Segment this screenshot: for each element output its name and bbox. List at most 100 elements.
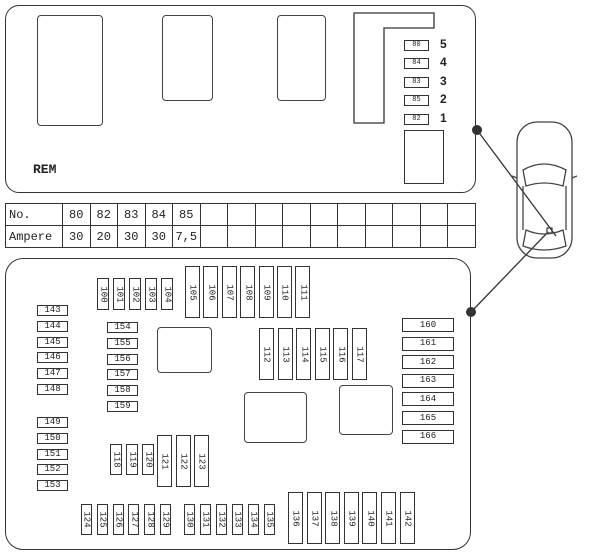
fuse-slot[interactable]: 166: [402, 429, 454, 444]
fuse-number: 111: [298, 283, 309, 301]
fuse-slot[interactable]: 84: [404, 58, 429, 69]
fuse-slot[interactable]: 112: [259, 328, 274, 380]
fuse-slot[interactable]: 115: [314, 328, 330, 380]
fuse-slot[interactable]: 102: [129, 278, 141, 310]
fuse-slot[interactable]: 132: [216, 504, 227, 535]
fuse-slot[interactable]: 121: [157, 435, 172, 487]
fuse-slot[interactable]: 105: [185, 266, 200, 318]
table-cell: [364, 225, 393, 248]
table-cell: 7,5: [172, 225, 201, 248]
table-cell: [309, 203, 338, 226]
fuse-slot[interactable]: 114: [296, 328, 312, 380]
fuse-slot[interactable]: 156: [107, 353, 138, 365]
fuse-slot[interactable]: 151: [37, 448, 68, 460]
fuse-slot[interactable]: 126: [112, 504, 124, 535]
fuse-number: 133: [233, 511, 244, 528]
table-cell: [392, 203, 421, 226]
fuse-slot[interactable]: 127: [128, 504, 139, 535]
fuse-slot[interactable]: 148: [37, 384, 68, 395]
fuse-slot[interactable]: 147: [37, 368, 68, 380]
fuse-position-label: 2: [440, 92, 447, 106]
fuse-slot[interactable]: 82: [404, 114, 429, 125]
fuse-slot[interactable]: 136: [288, 492, 303, 544]
fuse-slot[interactable]: 131: [200, 504, 211, 535]
fuse-slot[interactable]: 113: [277, 328, 293, 380]
fuse-slot[interactable]: 141: [381, 492, 396, 544]
fuse-slot[interactable]: 134: [248, 504, 259, 535]
fuse-slot[interactable]: 129: [160, 504, 171, 535]
fuse-number: 137: [309, 509, 320, 527]
fuse-slot[interactable]: 154: [107, 322, 138, 333]
fuse-slot[interactable]: 130: [184, 504, 195, 535]
fuse-slot[interactable]: 119: [126, 444, 138, 475]
table-cell: 80: [62, 203, 91, 226]
fuse-slot[interactable]: 163: [402, 373, 454, 388]
fuse-slot[interactable]: 165: [402, 411, 454, 425]
fuse-number: 138: [328, 509, 339, 527]
fuse-slot[interactable]: 123: [194, 435, 209, 487]
fuse-slot[interactable]: 118: [110, 444, 122, 475]
fuse-number: 143: [44, 305, 61, 315]
fuse-number: 116: [336, 345, 347, 363]
fuse-slot[interactable]: 101: [113, 278, 125, 310]
fuse-slot[interactable]: 137: [306, 492, 322, 544]
fuse-slot[interactable]: 153: [37, 480, 68, 492]
table-cell: [227, 203, 256, 226]
fuse-slot[interactable]: 150: [37, 432, 68, 444]
fuse-slot[interactable]: 103: [145, 278, 157, 310]
fuse-slot[interactable]: 104: [161, 278, 173, 310]
fuse-slot[interactable]: 143: [37, 305, 68, 316]
fuse-slot[interactable]: 124: [81, 504, 92, 535]
fuse-number: 103: [146, 285, 157, 303]
fuse-number: 141: [384, 509, 395, 527]
fuse-slot[interactable]: 85: [404, 95, 429, 106]
fuse-slot[interactable]: 145: [37, 336, 68, 348]
fuse-slot[interactable]: 164: [402, 392, 454, 407]
fuse-slot[interactable]: 144: [37, 320, 68, 332]
fuse-slot[interactable]: 108: [240, 266, 256, 318]
fuse-number: 156: [114, 353, 131, 364]
car-top-view-icon: [511, 121, 578, 259]
table-cell: 85: [172, 203, 201, 226]
fuse-slot[interactable]: 128: [144, 504, 155, 535]
fuse-slot[interactable]: 80: [404, 40, 429, 51]
fuse-slot[interactable]: 162: [402, 355, 454, 370]
fuse-slot[interactable]: 149: [37, 417, 68, 428]
fuse-slot[interactable]: 158: [107, 385, 138, 397]
fuse-slot[interactable]: 159: [107, 401, 138, 412]
fuse-number: 157: [114, 369, 131, 380]
fuse-slot[interactable]: 109: [258, 266, 274, 318]
fuse-slot[interactable]: 139: [343, 492, 359, 544]
fuse-number: 155: [114, 337, 131, 348]
fuse-slot[interactable]: 83: [404, 77, 429, 88]
fuse-slot[interactable]: 106: [203, 266, 219, 318]
fuse-slot[interactable]: 157: [107, 369, 138, 381]
fuse-slot[interactable]: 146: [37, 352, 68, 364]
fuse-slot[interactable]: 155: [107, 337, 138, 349]
fuse-slot[interactable]: 125: [96, 504, 108, 535]
fuse-number: 109: [261, 283, 272, 301]
fuse-slot[interactable]: 107: [221, 266, 237, 318]
table-cell: 84: [144, 203, 173, 226]
fuse-slot[interactable]: 111: [295, 266, 311, 318]
fuse-slot[interactable]: 116: [333, 328, 349, 380]
fuse-slot[interactable]: 110: [277, 266, 292, 318]
fuse-slot[interactable]: 138: [325, 492, 341, 544]
fuse-slot[interactable]: 140: [362, 492, 378, 544]
rem-location-dot: [472, 125, 482, 135]
fuse-number: 153: [44, 480, 61, 491]
fuse-slot[interactable]: 152: [37, 464, 68, 476]
fuse-slot[interactable]: 160: [402, 318, 454, 332]
main-box-location-dot: [466, 307, 476, 317]
fuse-slot[interactable]: 117: [352, 328, 367, 380]
fuse-slot[interactable]: 122: [175, 435, 191, 487]
fuse-number: 107: [224, 283, 235, 301]
fuse-slot[interactable]: 120: [142, 444, 154, 475]
fuse-slot[interactable]: 142: [399, 492, 415, 544]
fuse-slot[interactable]: 161: [402, 336, 454, 351]
fuse-slot[interactable]: 133: [232, 504, 243, 535]
fuse-slot[interactable]: 135: [264, 504, 275, 535]
fuse-number: 151: [44, 448, 61, 459]
fuse-slot[interactable]: 100: [97, 278, 109, 310]
